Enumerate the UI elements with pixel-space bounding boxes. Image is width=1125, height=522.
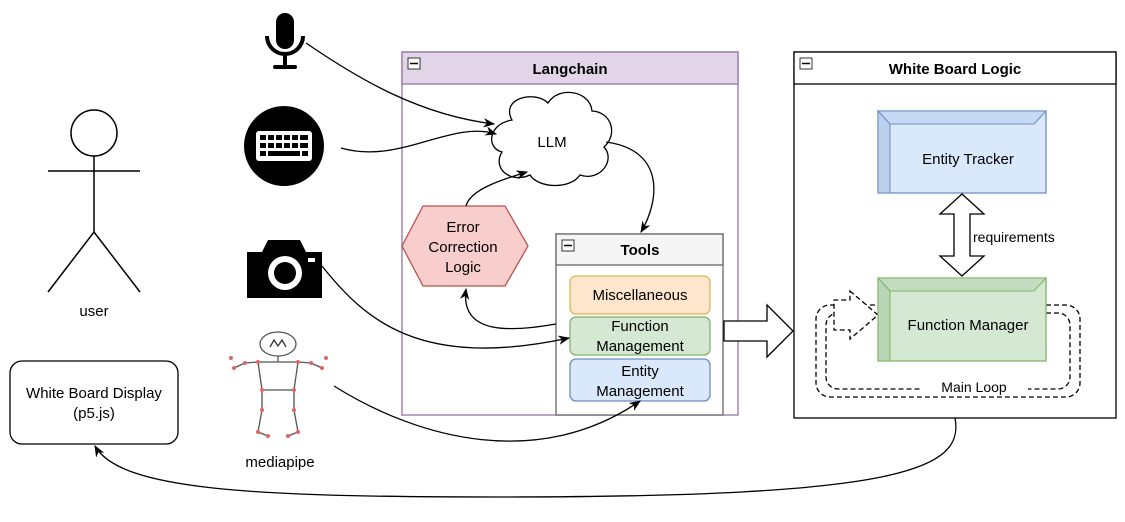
tool-miscellaneous: Miscellaneous (569, 275, 711, 315)
entity-tracker-label: Entity Tracker (922, 151, 1014, 168)
llm-cloud: LLM (491, 91, 613, 187)
tools-collapse-button[interactable] (561, 239, 575, 252)
whiteboard-to-display-arrow (94, 417, 957, 498)
langchain-title: Langchain (532, 61, 607, 78)
mediapipe-label: mediapipe (245, 454, 314, 471)
main-loop-outline: Main Loop (815, 289, 1081, 398)
pose-skeleton-icon (233, 331, 323, 437)
function-manager-box: Function Manager (876, 276, 1048, 362)
tool-function-management-line1: Function (611, 318, 669, 335)
stick-figure-icon (47, 109, 141, 293)
tools-to-whiteboard-arrow (723, 303, 794, 359)
tools-to-error-arrow (460, 287, 557, 330)
whiteboard-display-line1: White Board Display (26, 385, 162, 402)
tool-entity-management: Entity Management (569, 358, 711, 402)
requirements-double-arrow (938, 193, 986, 277)
mic-to-llm-arrow (305, 42, 496, 128)
whiteboard-logic-title: White Board Logic (889, 61, 1022, 78)
error-correction-hexagon: Error Correction Logic (401, 205, 529, 287)
main-loop-label: Main Loop (941, 379, 1007, 395)
microphone-icon (265, 13, 305, 69)
keyboard-icon (244, 106, 324, 186)
error-correction-line3: Logic (445, 259, 481, 276)
langchain-collapse-button[interactable] (407, 57, 421, 70)
connectors (94, 42, 957, 498)
tool-function-management: Function Management (569, 316, 711, 356)
tool-entity-management-line2: Management (596, 383, 684, 400)
tool-entity-management-line1: Entity (621, 363, 659, 380)
pose-keypoints (229, 356, 328, 438)
mediapipe-to-entity-arrow (333, 385, 641, 442)
tools-title: Tools (621, 242, 660, 259)
camera-to-function-arrow (321, 265, 571, 349)
entity-tracker-box: Entity Tracker (876, 109, 1048, 194)
llm-to-tools-arrow (605, 141, 655, 234)
error-correction-line1: Error (446, 219, 479, 236)
tool-function-management-line2: Management (596, 338, 684, 355)
function-manager-label: Function Manager (908, 317, 1029, 334)
llm-label: LLM (537, 134, 566, 151)
whiteboard-display-box: White Board Display (p5.js) (9, 360, 179, 445)
whiteboard-display-line2: (p5.js) (73, 405, 115, 422)
error-correction-line2: Correction (428, 239, 497, 256)
error-to-llm-arrow (465, 170, 529, 207)
keyboard-to-llm-arrow (340, 126, 498, 153)
tool-miscellaneous-label: Miscellaneous (592, 287, 687, 304)
requirements-label: requirements (973, 229, 1055, 245)
camera-icon (247, 240, 322, 298)
whiteboard-logic-collapse-button[interactable] (799, 57, 813, 70)
user-label: user (79, 303, 108, 320)
